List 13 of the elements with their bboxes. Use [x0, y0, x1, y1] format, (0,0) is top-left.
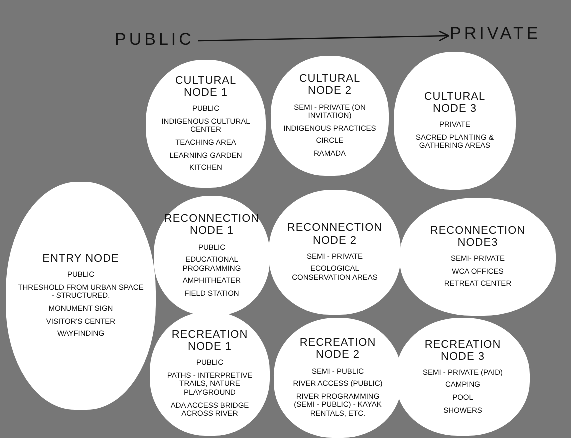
node-heading: CULTURAL NODE 2 — [298, 73, 362, 98]
node-heading: RECREATION NODE 2 — [298, 337, 378, 362]
axis-label: PRIVATE — [450, 24, 542, 44]
axis-label: PUBLIC — [115, 30, 194, 50]
arrow — [198, 30, 450, 42]
node-heading: CULTURAL NODE 1 — [174, 75, 238, 100]
node-heading: RECONNECTION NODE 1 — [164, 213, 260, 238]
node-heading: CULTURAL NODE 3 — [423, 90, 487, 116]
node-heading: RECONNECTION NODE3 — [429, 224, 527, 250]
node-heading: RECREATION NODE 3 — [424, 338, 502, 363]
node-heading: RECONNECTION NODE 2 — [286, 222, 384, 247]
node-heading: ENTRY NODE — [42, 253, 120, 266]
node-heading: RECREATION NODE 1 — [170, 329, 250, 354]
